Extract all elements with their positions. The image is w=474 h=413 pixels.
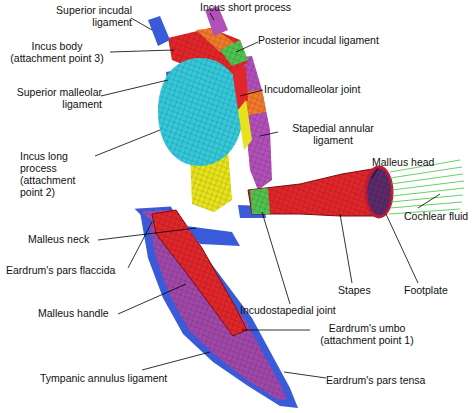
part-label: Incus short process	[200, 1, 310, 13]
part-label: Malleus handle	[38, 307, 128, 319]
part-label: Malleus head	[372, 156, 474, 168]
part-label: Superior incudal ligament	[46, 4, 132, 28]
part-label: Stapes	[338, 284, 378, 296]
part-label: Stapedial annular ligament	[278, 122, 388, 146]
part-label: Footplate	[404, 284, 464, 296]
part-label: Incus body (attachment point 3)	[4, 40, 110, 64]
part-label: Incudostapedial joint	[240, 304, 360, 316]
part-label: Eardrum's pars flaccida	[6, 264, 136, 276]
part-label: Tympanic annulus ligament	[40, 372, 190, 384]
part-label: Eardrum's pars tensa	[326, 374, 456, 386]
part-label: Eardrum's umbo (attachment point 1)	[312, 322, 422, 346]
part-label: Posterior incudal ligament	[258, 34, 398, 46]
part-label: Cochlear fluid	[404, 210, 474, 222]
part-label: Superior malleolar ligament	[8, 86, 102, 110]
part-label: Malleus neck	[28, 233, 100, 245]
part-label: Incus long process (attachment point 2)	[20, 150, 100, 198]
part-label: Incudomalleolar joint	[264, 83, 384, 95]
